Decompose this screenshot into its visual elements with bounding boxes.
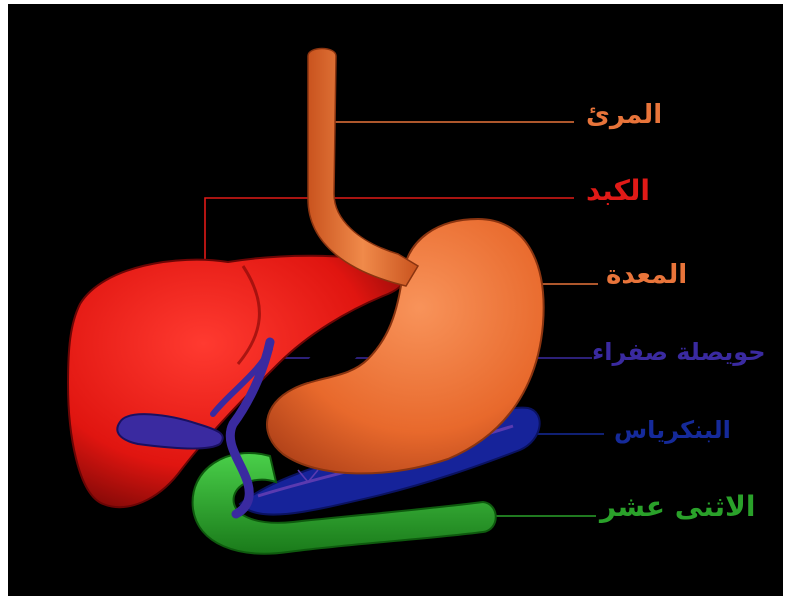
liver-label: الكبد: [586, 174, 650, 207]
stomach-label: المعدة: [606, 260, 687, 290]
gallbladder-label: حويصلة صفراء: [592, 338, 766, 366]
pancreas-label: البنكرياس: [614, 416, 731, 444]
esophagus-label: المرئ: [586, 100, 662, 130]
digestive-system-diagram: المرئ الكبد المعدة حويصلة صفراء البنكريا…: [8, 4, 783, 596]
esophagus-shape: [308, 49, 418, 287]
duodenum-label: الاثنى عشر: [600, 490, 756, 523]
